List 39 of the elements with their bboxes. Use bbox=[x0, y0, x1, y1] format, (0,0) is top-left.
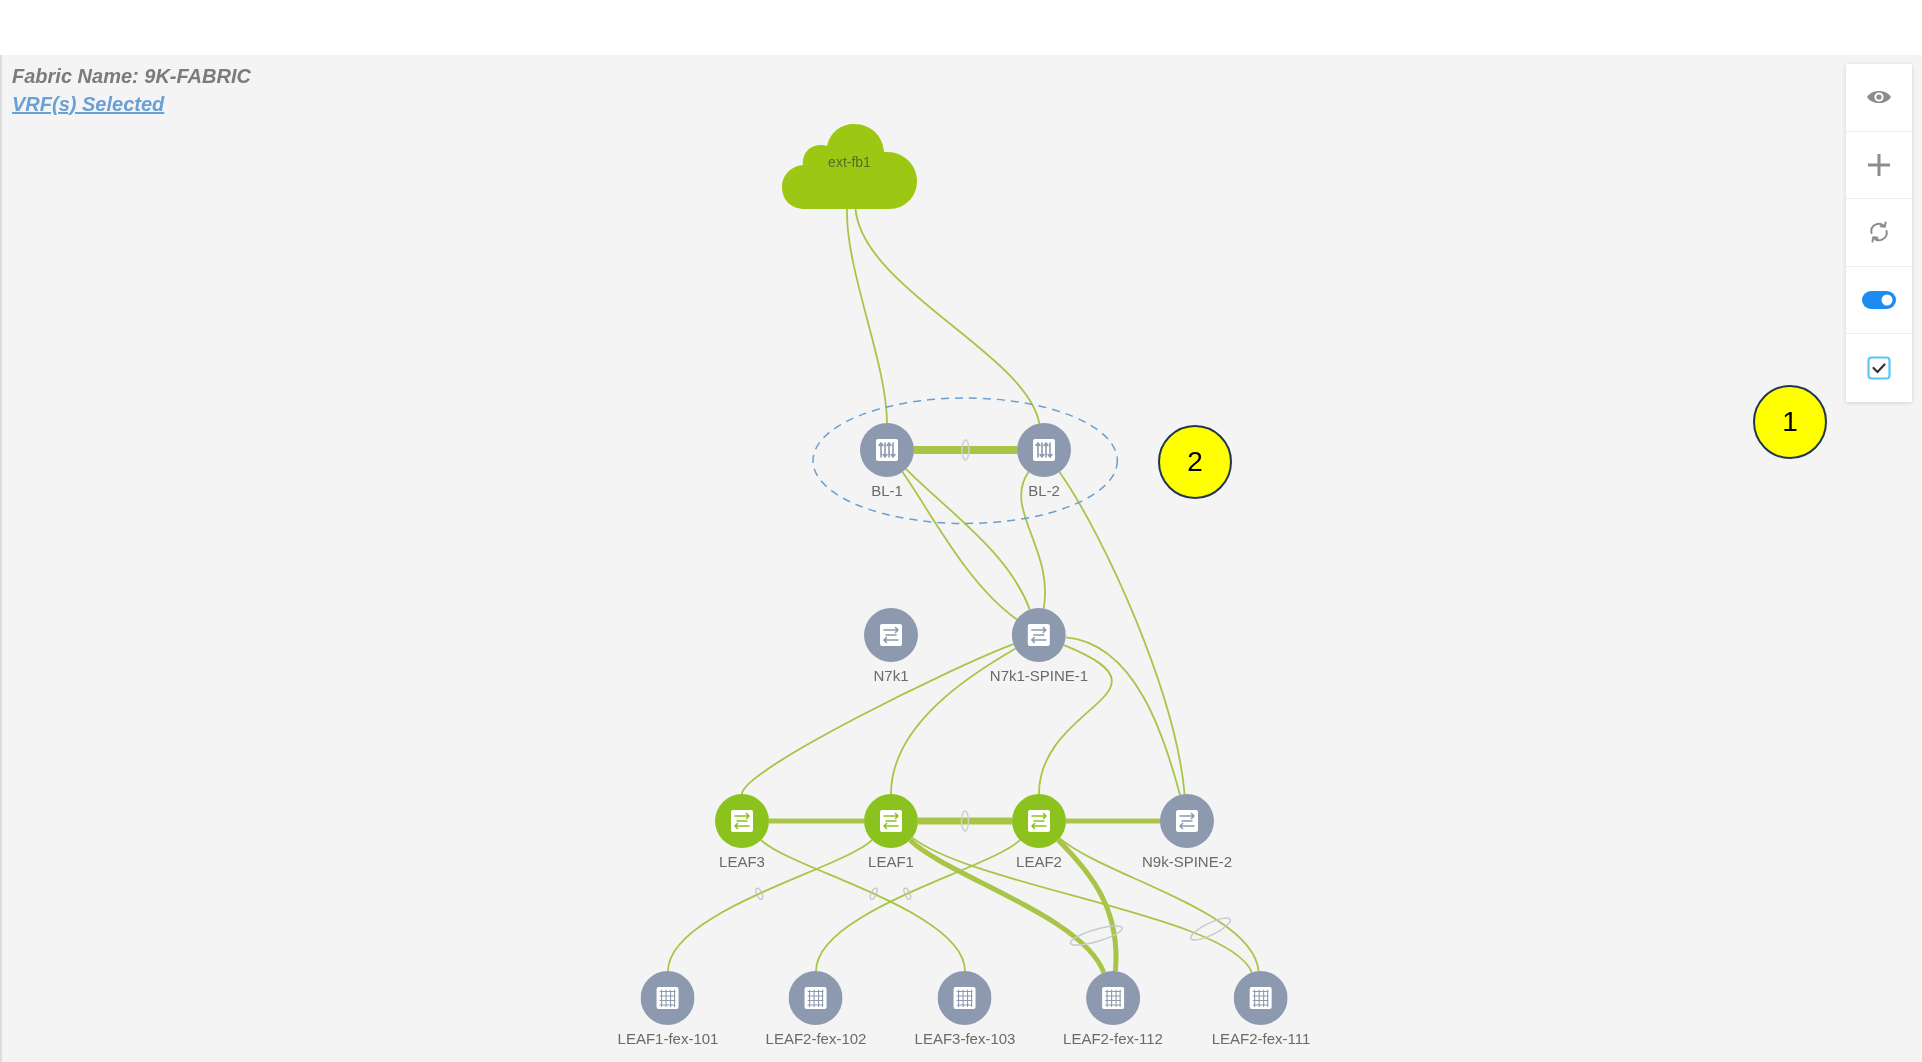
node-label: LEAF1-fex-101 bbox=[617, 1031, 719, 1047]
link-line bbox=[914, 446, 1017, 454]
node-label: N7k1 bbox=[873, 668, 909, 684]
link-line bbox=[1058, 837, 1260, 972]
node-label: LEAF2-fex-112 bbox=[1063, 1031, 1163, 1047]
link-line bbox=[854, 207, 1041, 425]
node-label: N7k1-SPINE-1 bbox=[989, 668, 1089, 684]
link-line bbox=[815, 839, 1021, 972]
link-line bbox=[846, 208, 888, 424]
link-line bbox=[918, 817, 1012, 825]
link-line bbox=[908, 838, 1106, 974]
link-line bbox=[760, 839, 966, 972]
link-line bbox=[1038, 644, 1112, 795]
node-label: LEAF3-fex-103 bbox=[914, 1031, 1016, 1047]
node-label: LEAF1 bbox=[868, 854, 914, 870]
link-line bbox=[901, 471, 1018, 621]
node-label: ext-fb1 bbox=[828, 154, 871, 170]
node-label: LEAF2 bbox=[1016, 854, 1062, 870]
node-label: LEAF3 bbox=[719, 854, 765, 870]
fabric-name-label: Fabric Name: 9K-FABRIC bbox=[12, 64, 251, 88]
node-label: BL-1 bbox=[871, 483, 903, 499]
node-label: LEAF2-fex-111 bbox=[1211, 1031, 1311, 1047]
node-label: N9k-SPINE-2 bbox=[1142, 854, 1232, 870]
link-line bbox=[1056, 838, 1119, 972]
link-line bbox=[1020, 471, 1046, 610]
link-line bbox=[905, 468, 1031, 611]
link-line bbox=[1066, 818, 1160, 824]
node-label: LEAF2-fex-102 bbox=[765, 1031, 867, 1047]
link-line bbox=[769, 818, 864, 824]
cloud-node bbox=[781, 123, 918, 209]
link-line bbox=[911, 836, 1253, 974]
link-line bbox=[1065, 636, 1181, 796]
link-line bbox=[890, 647, 1017, 795]
node-label: BL-2 bbox=[1028, 483, 1060, 499]
vrf-link: VRF(s) Selected bbox=[12, 92, 165, 116]
link-line bbox=[1058, 471, 1186, 795]
group-outline bbox=[812, 397, 1119, 525]
link-line bbox=[667, 839, 873, 972]
link-line bbox=[741, 643, 1015, 795]
